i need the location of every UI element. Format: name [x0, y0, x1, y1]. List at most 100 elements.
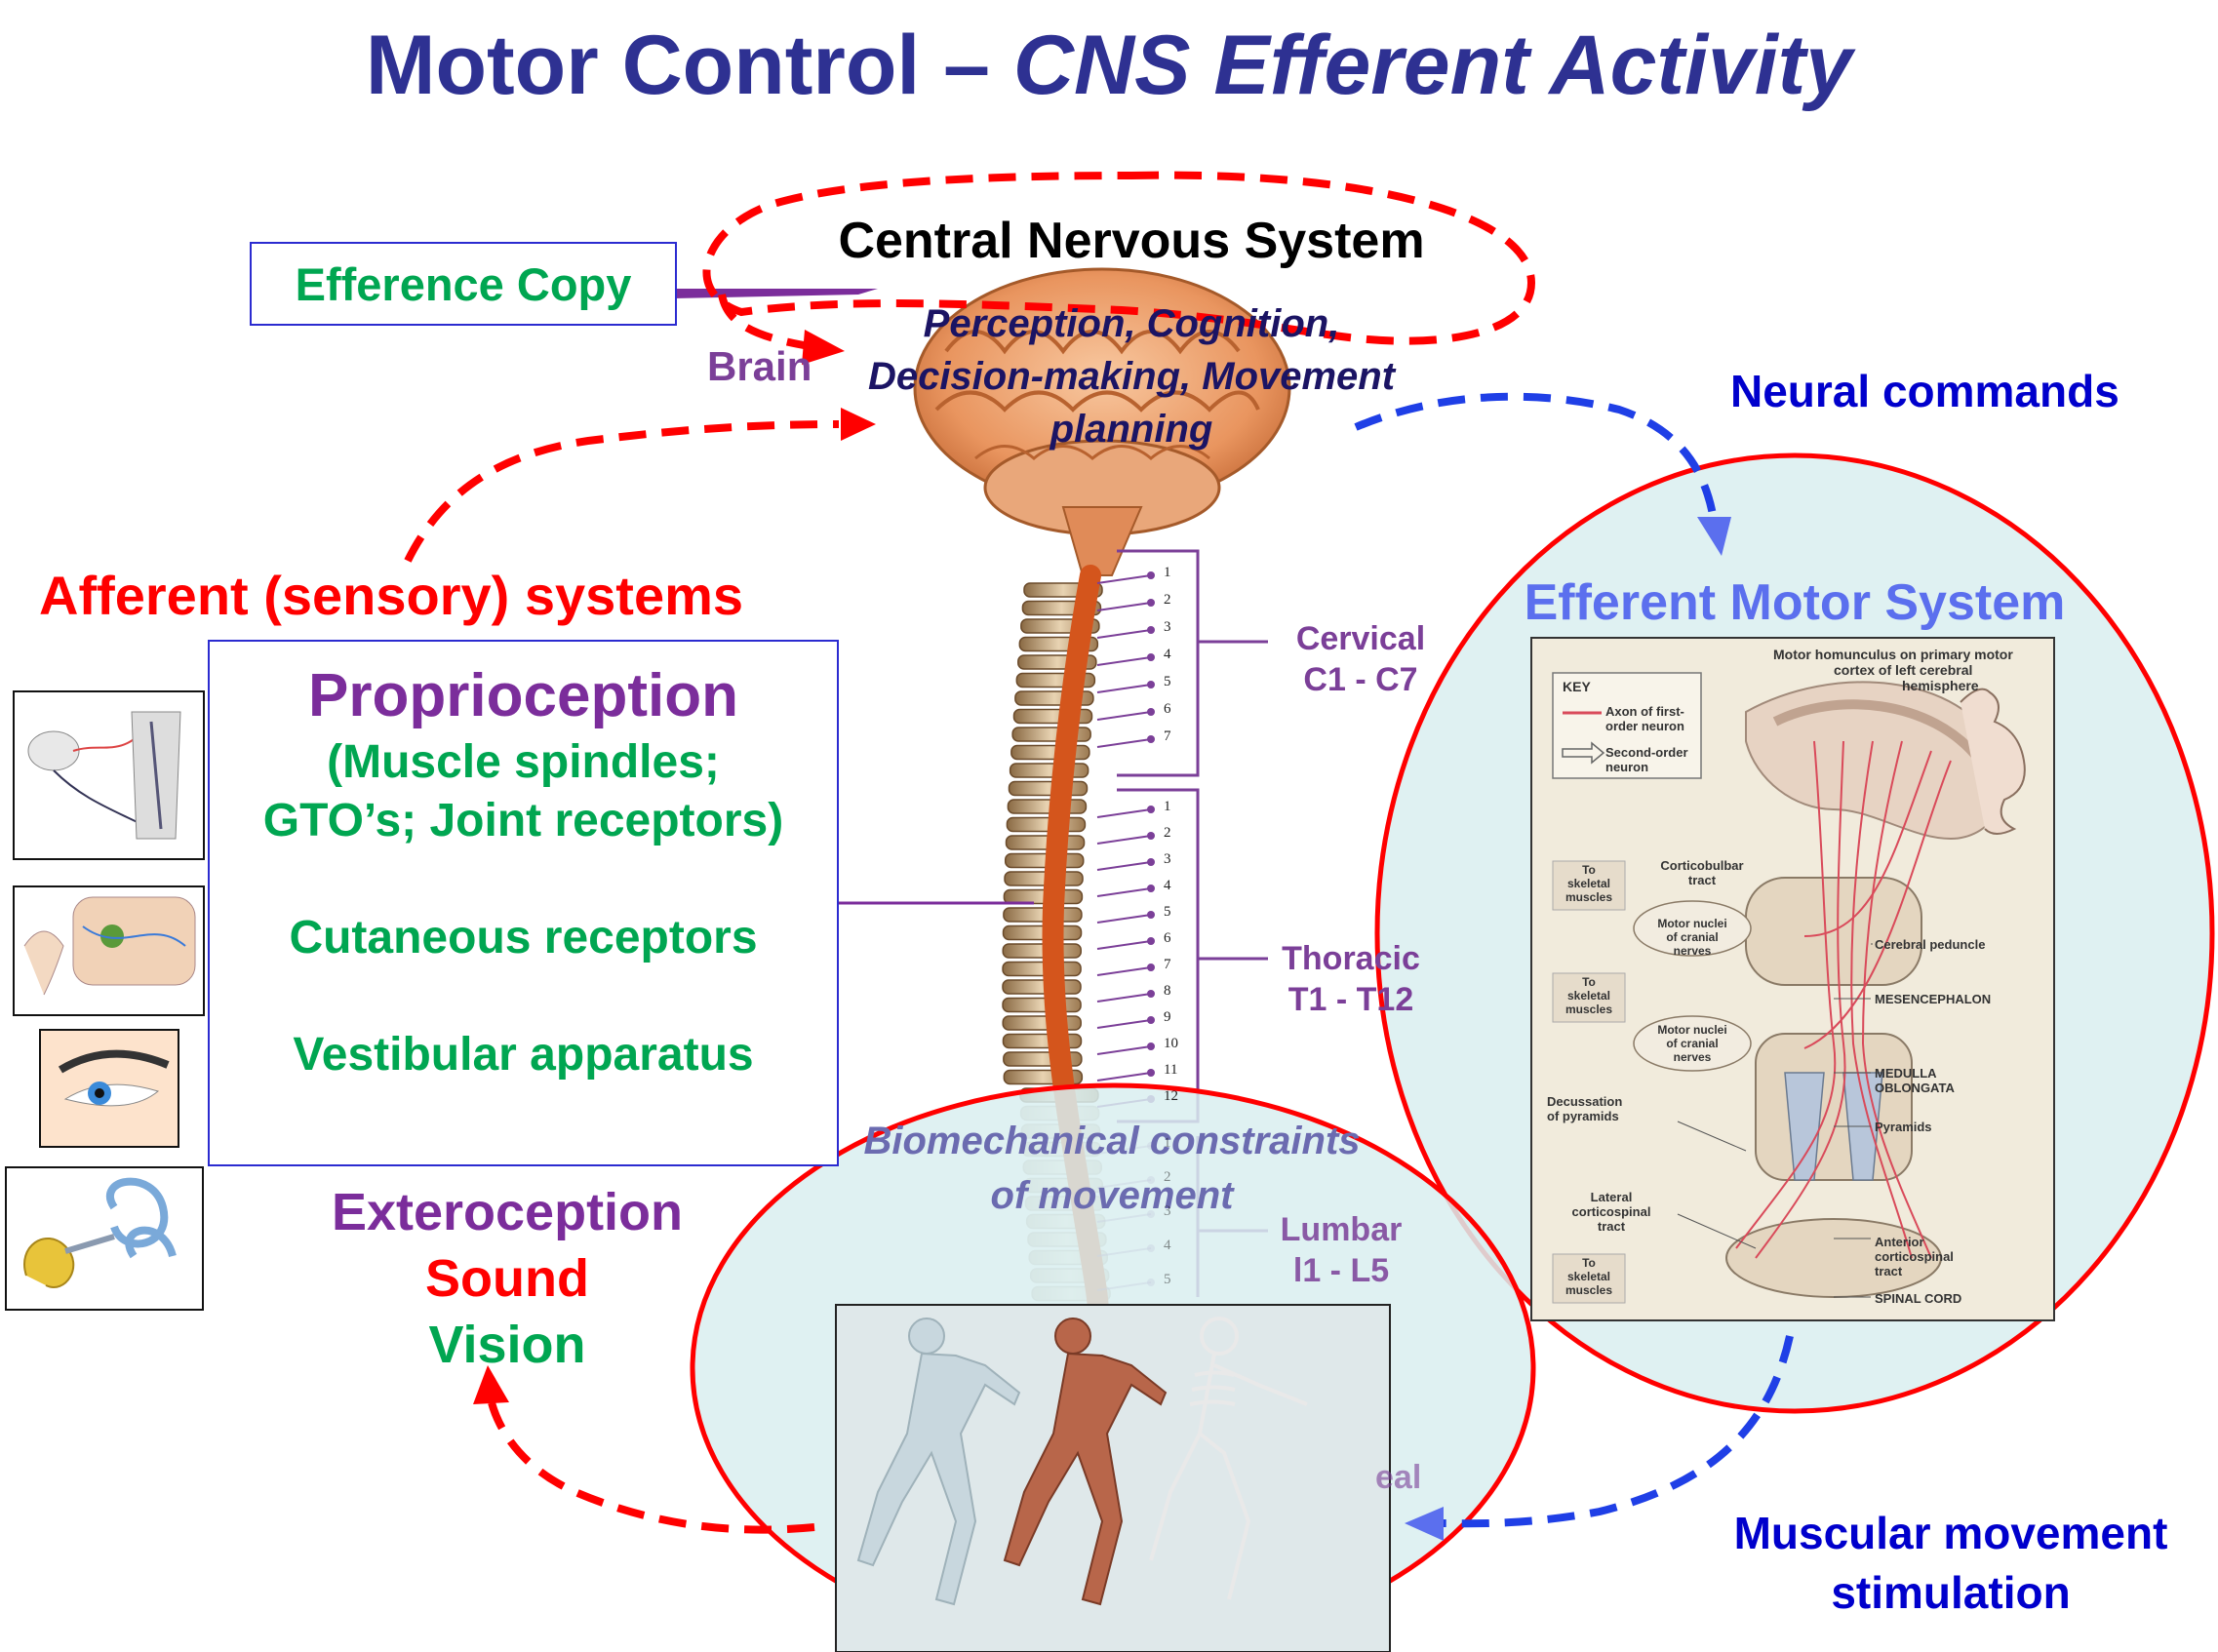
nerve-dot	[1147, 937, 1155, 945]
pyramids-label: Pyramids	[1875, 1120, 1932, 1134]
vertebra	[1002, 997, 1082, 1013]
muscle-spindle-drawing	[27, 711, 181, 840]
nerve-number: 6	[1164, 701, 1171, 717]
inner-ear-drawing	[23, 1177, 177, 1288]
nerve-line	[1096, 914, 1152, 924]
vertebra	[1008, 780, 1089, 797]
nerve-line	[1096, 993, 1152, 1003]
nerve-line	[1096, 602, 1152, 611]
corticobulbar-1: Corticobulbar	[1660, 858, 1744, 873]
nerve-number: 11	[1164, 1062, 1178, 1078]
biomechanical-line-2: of movement	[990, 1174, 1234, 1217]
proprioception-line-2: GTO’s; Joint receptors)	[262, 795, 784, 846]
vertebra	[1009, 763, 1089, 778]
vertebra	[1004, 871, 1084, 886]
muscular-line-2: stimulation	[1831, 1567, 2071, 1618]
nerve-number: 3	[1164, 619, 1171, 635]
nerve-line	[1096, 738, 1152, 748]
vertebra	[1011, 727, 1091, 742]
cervical-label: Cervical	[1295, 620, 1426, 657]
exteroception-title: Exteroception	[331, 1183, 684, 1241]
brain-illustration	[913, 267, 1291, 576]
skeletal-label-b: To skeletal muscles	[1553, 975, 1625, 1016]
cns-line-1: Perception, Cognition,	[923, 302, 1340, 345]
motor-nuclei-b-2: of cranial	[1666, 1037, 1719, 1050]
skeletal-c-2: skeletal	[1566, 1270, 1611, 1283]
nerve-number: 2	[1164, 592, 1171, 608]
nerve-dot	[1147, 708, 1155, 716]
nerve-number: 7	[1164, 957, 1171, 972]
cervical-range: C1 - C7	[1303, 661, 1418, 698]
corticobulbar-label: Corticobulbar tract	[1639, 858, 1765, 887]
nerve-dot	[1147, 653, 1155, 661]
brain-label: Brain	[707, 343, 812, 389]
nerve-dot	[1147, 990, 1155, 998]
title-italic: CNS Efferent Activity	[1012, 19, 1853, 112]
nerve-number: 7	[1164, 728, 1171, 744]
nerve-number: 4	[1164, 647, 1171, 662]
afferent-to-brain-arrow	[404, 420, 840, 563]
vestibular-apparatus: Vestibular apparatus	[293, 1029, 754, 1081]
muscular-arrow-head	[1405, 1507, 1444, 1541]
efference-loop-arrow	[718, 294, 811, 350]
nerve-number: 10	[1164, 1036, 1178, 1051]
lateral-label: Lateral corticospinal tract	[1545, 1190, 1678, 1234]
proprioception-line-1: (Muscle spindles;	[327, 736, 720, 788]
nerve-dot	[1147, 735, 1155, 743]
motor-nuclei-b-3: nerves	[1673, 1050, 1712, 1064]
afferent-arrow-head	[841, 408, 876, 441]
vestibular-thumbnail	[5, 1166, 204, 1311]
nerve-line	[1096, 1019, 1152, 1029]
vertebra	[1002, 1015, 1082, 1031]
nerve-dot	[1147, 964, 1155, 971]
anterior-label: Anterior corticospinal tract	[1875, 1235, 1954, 1278]
nerve-line	[1096, 711, 1152, 721]
key-axon-1: Axon of first-	[1605, 704, 1684, 719]
nerve-number: 3	[1164, 851, 1171, 867]
skeletal-b-1: To	[1582, 975, 1596, 989]
nerve-dot	[1147, 806, 1155, 813]
homunculus-header-3: hemisphere	[1902, 678, 1979, 693]
thoracic-label: Thoracic	[1282, 940, 1420, 977]
nerve-number: 5	[1164, 1272, 1171, 1287]
title-main: Motor Control –	[365, 19, 1013, 112]
nerve-dot	[1147, 1069, 1155, 1077]
nerve-dot	[1147, 885, 1155, 892]
motor-nuclei-a-label: Motor nuclei of cranial nerves	[1648, 917, 1736, 958]
skeletal-a-3: muscles	[1564, 890, 1613, 904]
skeletal-c-3: muscles	[1564, 1283, 1613, 1297]
key-axon-2: order neuron	[1605, 719, 1684, 733]
nerve-dot	[1147, 911, 1155, 919]
nerve-dot	[1147, 571, 1155, 579]
anterior-1: Anterior	[1875, 1235, 1924, 1249]
coccygeal-label-partial: eal	[1375, 1459, 1422, 1496]
decussation-label: Decussation of pyramids	[1547, 1094, 1622, 1123]
nerve-dot	[1147, 858, 1155, 866]
vertebra	[1002, 943, 1082, 959]
cns-dashed-ellipse	[702, 171, 1536, 345]
decussation-2: of pyramids	[1547, 1109, 1619, 1123]
nerve-line	[1096, 656, 1152, 666]
muscular-line-1: Muscular movement	[1733, 1508, 2168, 1558]
nerve-number: 1	[1164, 799, 1171, 814]
cerebral-peduncle-label: Cerebral peduncle	[1875, 937, 1986, 952]
nerve-line	[1096, 887, 1152, 897]
nerve-number: 3	[1164, 1203, 1171, 1219]
afferent-title: Afferent (sensory) systems	[39, 565, 744, 626]
nerve-number: 2	[1164, 825, 1171, 841]
key-title: KEY	[1563, 679, 1591, 694]
nerve-number: 12	[1164, 1088, 1178, 1104]
motor-nuclei-b-label: Motor nuclei of cranial nerves	[1648, 1023, 1736, 1064]
page-title: Motor Control – CNS Efferent Activity	[0, 18, 2218, 114]
homunculus-header-1: Motor homunculus on primary motor	[1773, 647, 2013, 662]
nerve-number: 8	[1164, 983, 1171, 999]
nerve-number: 4	[1164, 878, 1171, 893]
efferent-motor-title: Efferent Motor System	[1524, 574, 2066, 631]
anterior-3: tract	[1875, 1264, 1903, 1278]
nerve-number: 1	[1164, 565, 1171, 580]
vertebra	[1004, 852, 1085, 869]
nerve-line	[1096, 835, 1152, 845]
homunculus-header-2: cortex of left cerebral	[1834, 662, 1973, 678]
skeletal-b-2: skeletal	[1566, 989, 1611, 1003]
